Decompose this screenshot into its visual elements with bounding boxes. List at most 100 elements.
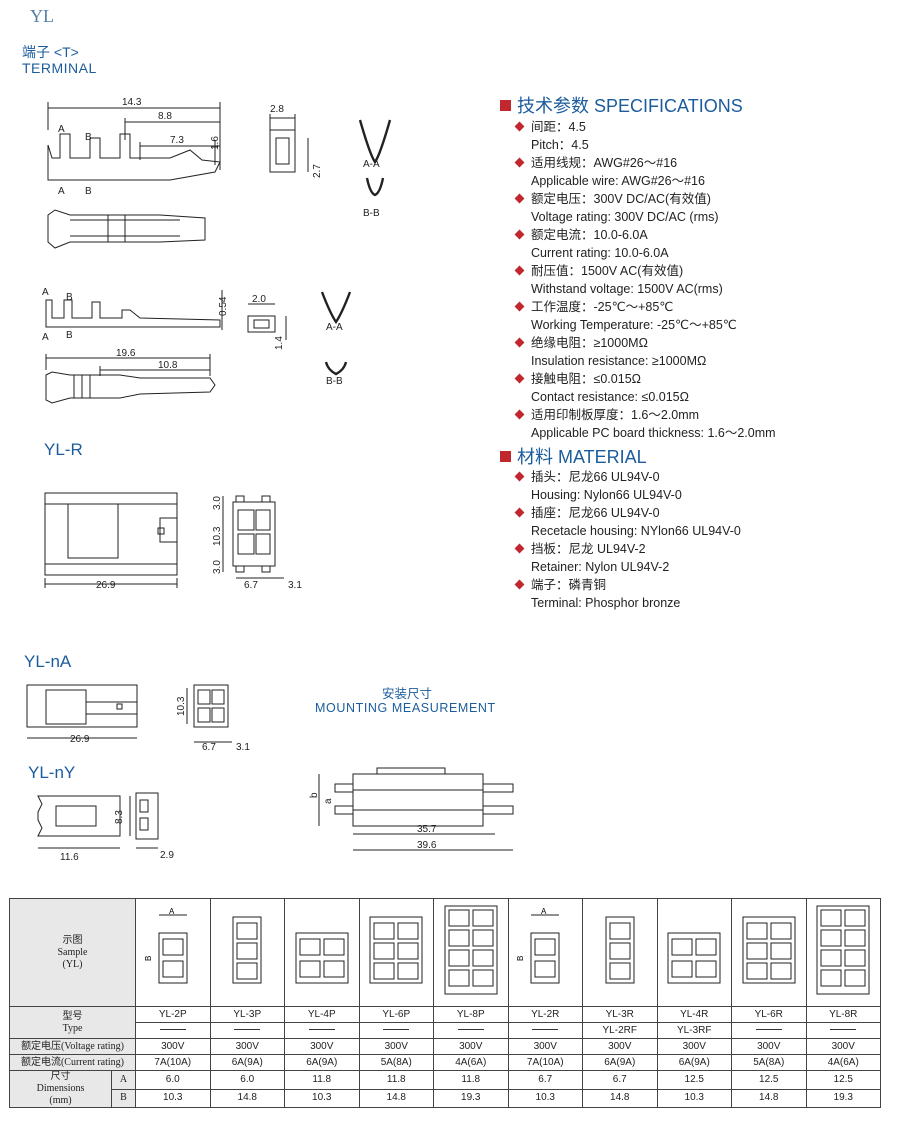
sample-cell — [582, 898, 658, 1007]
type-cell: YL-3R — [582, 1006, 658, 1023]
dim-a-cell: 11.8 — [358, 1070, 434, 1090]
dim-a-cell: 11.8 — [284, 1070, 360, 1090]
current-cell: 5A(8A) — [731, 1054, 807, 1071]
terminal-title-cn: 端子 <T> — [22, 44, 79, 60]
material-item-en: Terminal: Phosphor bronze — [531, 596, 681, 610]
alt-type-cell — [507, 1022, 583, 1039]
dim-b-cell: 14.8 — [358, 1088, 434, 1108]
spec-item-en: Working Temperature: -25℃～+85℃ — [531, 318, 737, 332]
material-item-en: Housing: Nylon66 UL94V-0 — [531, 488, 682, 502]
type-cell: YL-6R — [731, 1006, 807, 1023]
sample-yl-6r — [742, 916, 796, 984]
yl-r-drawing: 26.9 3.0 10.3 3.0 6.7 3.1 — [44, 492, 302, 591]
dim-2-8: 2.8 — [270, 104, 284, 115]
svg-text:A: A — [541, 907, 547, 916]
dim-6-7-na: 6.7 — [202, 742, 216, 753]
alt-type-cell — [731, 1022, 807, 1039]
type-cell: YL-3P — [209, 1006, 285, 1023]
square-bullet-icon — [500, 99, 511, 111]
voltage-cell: 300V — [582, 1038, 658, 1055]
material-title-en: MATERIAL — [558, 447, 647, 467]
dim-b-cell: 10.3 — [135, 1088, 211, 1108]
current-cell: 6A(9A) — [582, 1054, 658, 1071]
dim-11-6: 11.6 — [60, 852, 79, 863]
dim-a-cell: 6.7 — [507, 1070, 583, 1090]
label-a-bottom: A — [58, 186, 65, 197]
dim-35-7: 35.7 — [417, 824, 437, 835]
sample-yl-4p — [295, 932, 349, 984]
alt-type-cell: YL-3RF — [656, 1022, 732, 1039]
dim-3-0-bottom: 3.0 — [212, 560, 223, 574]
dim-b-cell: 19.3 — [805, 1088, 881, 1108]
current-cell: 4A(6A) — [805, 1054, 881, 1071]
alt-type-cell — [805, 1022, 881, 1039]
dim-b-mount: b — [309, 792, 320, 798]
material-item: 端子：磷青铜 — [512, 576, 892, 594]
voltage-cell: 300V — [507, 1038, 583, 1055]
section-aa-2: A-A — [326, 322, 343, 333]
spec-item-en: Applicable PC board thickness: 1.6～2.0mm — [531, 426, 776, 440]
dim-2-9: 2.9 — [160, 850, 174, 861]
material-title-cn: 材料 — [517, 447, 553, 467]
sample-yl-8r — [816, 905, 870, 995]
dim-a-cell: 12.5 — [656, 1070, 732, 1090]
type-cell: YL-4P — [284, 1006, 360, 1023]
voltage-cell: 300V — [358, 1038, 434, 1055]
section-bb-2: B-B — [326, 376, 343, 387]
dim-26-9-r: 26.9 — [96, 580, 116, 591]
spec-item: 工作温度：-25℃～+85℃ — [512, 298, 892, 316]
sample-cell — [284, 898, 360, 1007]
dim-a-label: A — [111, 1070, 136, 1090]
dim-b-cell: 10.3 — [507, 1088, 583, 1108]
material-item: 挡板：尼龙 UL94V-2 — [512, 540, 892, 558]
material-item: 插头：尼龙66 UL94V-0 — [512, 468, 892, 486]
voltage-cell: 300V — [731, 1038, 807, 1055]
spec-item: 绝缘电阻：≥1000MΩ — [512, 334, 892, 352]
type-cell: YL-4R — [656, 1006, 732, 1023]
dim-b-cell: 14.8 — [582, 1088, 658, 1108]
sample-yl-4r — [667, 932, 721, 984]
voltage-label: 额定电压(Voltage rating) — [9, 1038, 136, 1055]
dim-a-cell: 6.0 — [135, 1070, 211, 1090]
alt-type-cell — [209, 1022, 285, 1039]
square-bullet-icon — [500, 450, 511, 462]
material-item-en: Recetacle housing: NYlon66 UL94V-0 — [531, 524, 741, 538]
alt-type-cell — [358, 1022, 434, 1039]
material-item: 插座：尼龙66 UL94V-0 — [512, 504, 892, 522]
dim-b-cell: 19.3 — [433, 1088, 509, 1108]
sample-cell — [656, 898, 732, 1007]
dim-3-1-r: 3.1 — [288, 580, 302, 591]
spec-item: 间距：4.5 — [512, 118, 892, 136]
yl-na-drawing: 26.9 10.3 6.7 3.1 — [26, 684, 250, 753]
label-b-bottom: B — [85, 186, 92, 197]
mounting-title-cn: 安装尺寸 — [382, 687, 433, 701]
alt-type-cell: YL-2RF — [582, 1022, 658, 1039]
sample-cell: AB — [135, 898, 211, 1007]
svg-text:B: B — [517, 956, 525, 961]
section-bb-top: B-B — [363, 208, 380, 219]
voltage-cell: 300V — [135, 1038, 211, 1055]
dim-1-4: 1.4 — [274, 336, 285, 350]
material-heading: 材料 MATERIAL — [500, 448, 892, 466]
current-cell: 5A(8A) — [358, 1054, 434, 1071]
svg-text:B: B — [145, 956, 153, 961]
dim-a-cell: 6.7 — [582, 1070, 658, 1090]
spec-title-en: SPECIFICATIONS — [594, 96, 743, 116]
type-cell: YL-8P — [433, 1006, 509, 1023]
voltage-cell: 300V — [284, 1038, 360, 1055]
dim-b-label: B — [111, 1088, 136, 1108]
dim-19-6: 19.6 — [116, 348, 136, 359]
sample-yl-6p — [369, 916, 423, 984]
label-a-2b: A — [42, 332, 49, 343]
spec-item-en: Applicable wire: AWG#26～#16 — [531, 174, 705, 188]
label-yl-ny: YL-nY — [28, 763, 76, 782]
label-b-2: B — [66, 292, 73, 303]
sample-yl-2p: AB — [144, 907, 188, 984]
sample-cell — [805, 898, 881, 1007]
dim-b-cell: 14.8 — [731, 1088, 807, 1108]
spec-item: 额定电压：300V DC/AC(有效值) — [512, 190, 892, 208]
dim-3-0-top: 3.0 — [212, 496, 223, 510]
